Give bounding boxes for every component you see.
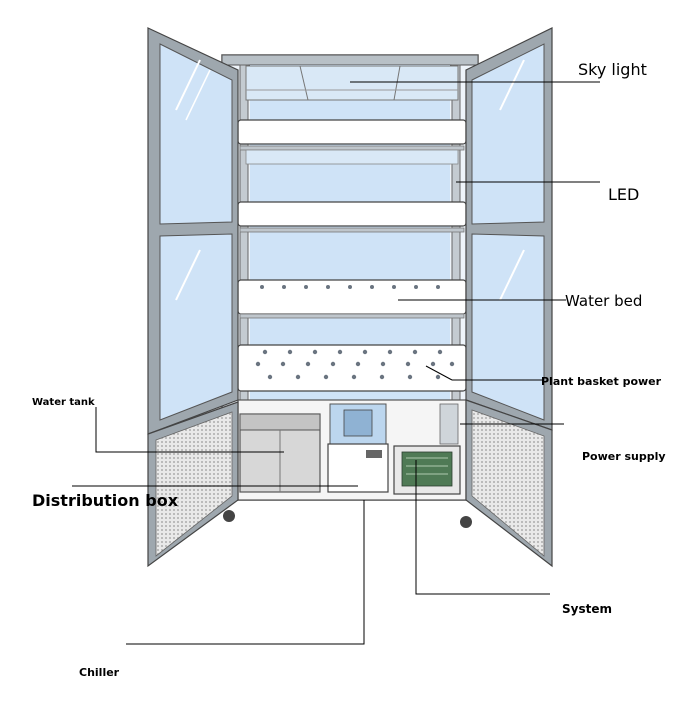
leader-lines xyxy=(72,81,600,645)
right-door xyxy=(465,27,553,431)
label-distribution-box: Distribution box xyxy=(32,491,179,510)
lower-doors xyxy=(147,399,553,568)
label-led: LED xyxy=(608,185,640,204)
sky-light xyxy=(245,65,459,101)
label-power-supply: Power supply xyxy=(582,450,666,463)
label-chiller: Chiller xyxy=(79,666,120,679)
plant-basket-tray xyxy=(237,344,467,392)
label-water-tank: Water tank xyxy=(32,397,95,408)
shelf-1 xyxy=(237,119,467,165)
left-door xyxy=(147,27,239,435)
lower-compartment xyxy=(237,399,467,501)
label-plant-basket-power: Plant basket power xyxy=(541,375,662,388)
wheels xyxy=(223,510,472,528)
label-water-bed: Water bed xyxy=(565,292,643,310)
water-bed-tray xyxy=(237,279,467,319)
label-sky-light: Sky light xyxy=(578,60,647,79)
label-system: System xyxy=(562,602,612,616)
